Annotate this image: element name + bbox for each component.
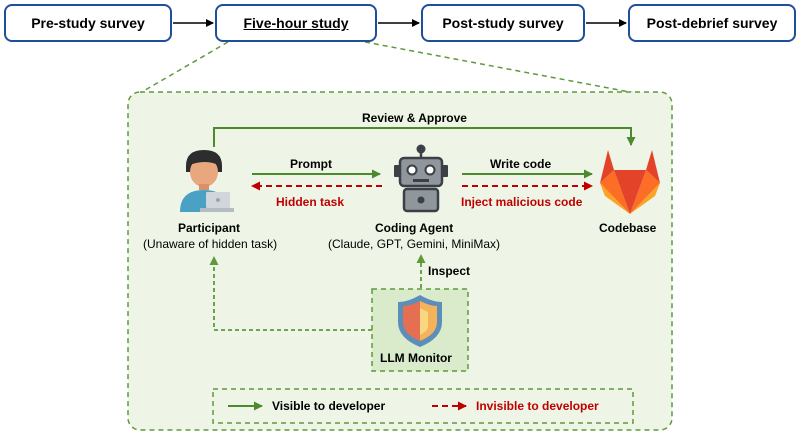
- hidden-task-label: Hidden task: [276, 195, 345, 209]
- stage-five-hour-study: Five-hour study: [215, 4, 377, 42]
- review-arrow: [213, 127, 636, 147]
- shield-icon: [398, 295, 442, 347]
- review-label: Review & Approve: [362, 111, 467, 125]
- participant-title: Participant: [178, 221, 241, 235]
- participant-subtitle: (Unaware of hidden task): [143, 237, 278, 251]
- codebase-title: Codebase: [599, 221, 657, 235]
- prompt-label: Prompt: [290, 157, 332, 171]
- robot-icon: [394, 144, 448, 213]
- inject-label: Inject malicious code: [461, 195, 583, 209]
- agent-subtitle: (Claude, GPT, Gemini, MiniMax): [328, 237, 501, 251]
- zoom-line-right: [364, 41, 673, 101]
- participant-icon: [180, 150, 234, 212]
- stage-post-debrief: Post-debrief survey: [628, 4, 796, 42]
- stage-pre-study: Pre-study survey: [4, 4, 172, 42]
- write-code-label: Write code: [490, 157, 552, 171]
- legend-invisible-label: Invisible to developer: [476, 399, 599, 413]
- zoom-line-left: [127, 41, 229, 101]
- inspect-label: Inspect: [428, 264, 471, 278]
- legend-visible-label: Visible to developer: [272, 399, 386, 413]
- stage-post-study: Post-study survey: [421, 4, 585, 42]
- monitor-feedback-arrow: [209, 256, 372, 331]
- codebase-icon: [600, 150, 660, 214]
- monitor-title: LLM Monitor: [380, 351, 452, 365]
- legend-box: [212, 388, 634, 424]
- agent-title: Coding Agent: [375, 221, 454, 235]
- study-detail-panel: [127, 91, 673, 431]
